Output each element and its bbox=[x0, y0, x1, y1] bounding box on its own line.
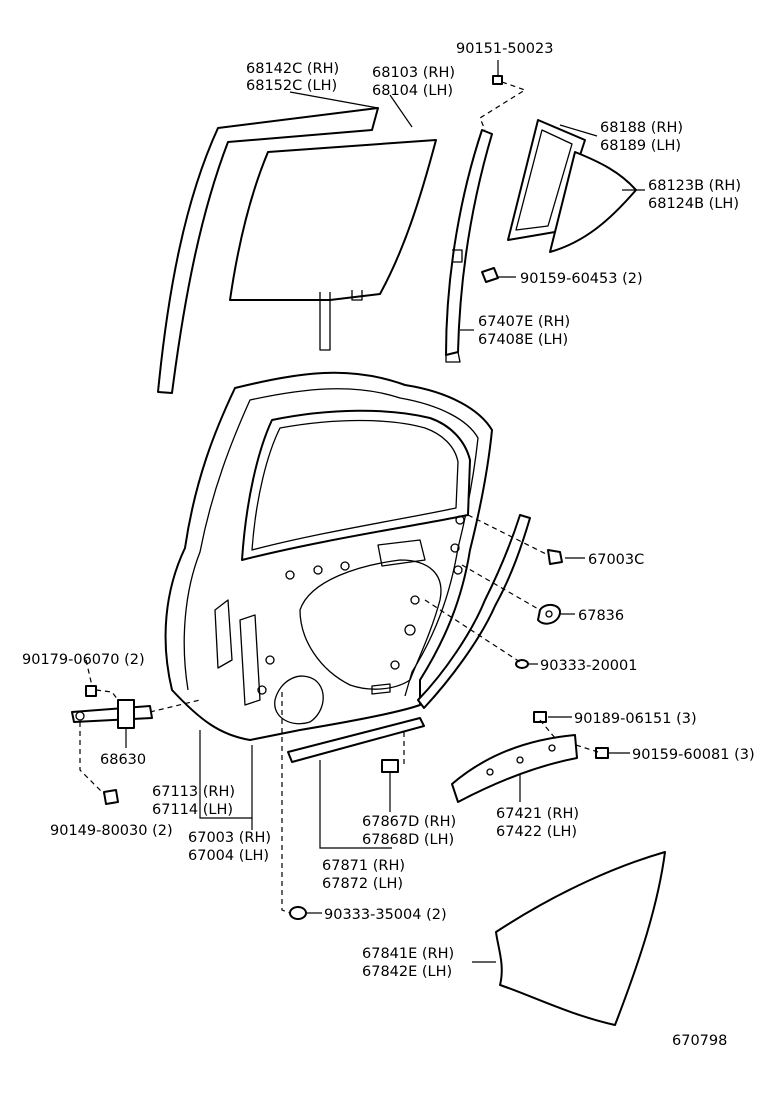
label-67836: 67836 bbox=[578, 608, 624, 624]
bolt-90179 bbox=[85, 685, 97, 697]
label-67842: 67842E (LH) bbox=[362, 964, 452, 980]
label-67841: 67841E (RH) bbox=[362, 946, 454, 962]
label-90189: 90189-06151 (3) bbox=[574, 711, 697, 727]
label-67114: 67114 (LH) bbox=[152, 802, 233, 818]
label-67407: 67407E (RH) bbox=[478, 314, 570, 330]
label-67003: 67003 (RH) bbox=[188, 830, 271, 846]
bolt-90159a bbox=[481, 267, 499, 283]
service-hole-cover bbox=[495, 851, 666, 1026]
label-68124: 68124B (LH) bbox=[648, 196, 739, 212]
label-90179: 90179-06070 (2) bbox=[22, 652, 145, 668]
leader-lines bbox=[79, 60, 645, 963]
label-68104: 68104 (LH) bbox=[372, 83, 453, 99]
diagram-code: 670798 bbox=[672, 1033, 727, 1049]
label-68103: 68103 (RH) bbox=[372, 65, 455, 81]
door-panel bbox=[164, 371, 493, 741]
outer-weatherstrip bbox=[157, 107, 379, 394]
division-bar bbox=[445, 129, 493, 363]
label-90151: 90151-50023 bbox=[456, 41, 554, 57]
label-67004: 67004 (LH) bbox=[188, 848, 269, 864]
label-68189: 68189 (LH) bbox=[600, 138, 681, 154]
label-68188: 68188 (RH) bbox=[600, 120, 683, 136]
label-67421: 67421 (RH) bbox=[496, 806, 579, 822]
door-glass bbox=[229, 139, 437, 351]
bolt-90189 bbox=[533, 711, 547, 723]
label-90333a: 90333-20001 bbox=[540, 658, 638, 674]
label-90333b: 90333-35004 (2) bbox=[324, 907, 447, 923]
clip-67003c bbox=[547, 549, 563, 565]
hinge-67421 bbox=[451, 734, 578, 803]
bolt-90149 bbox=[103, 789, 119, 805]
label-67872: 67872 (LH) bbox=[322, 876, 403, 892]
label-67422: 67422 (LH) bbox=[496, 824, 577, 840]
hole-plug-67836 bbox=[537, 604, 561, 625]
door-check-68630 bbox=[71, 699, 153, 729]
screw-90151 bbox=[492, 75, 503, 85]
label-68152: 68152C (LH) bbox=[246, 78, 337, 94]
label-68123: 68123B (RH) bbox=[648, 178, 741, 194]
label-90159b: 90159-60081 (3) bbox=[632, 747, 755, 763]
label-67871: 67871 (RH) bbox=[322, 858, 405, 874]
label-90159a: 90159-60453 (2) bbox=[520, 271, 643, 287]
label-68630: 68630 bbox=[100, 752, 146, 768]
label-67003c: 67003C bbox=[588, 552, 644, 568]
quarter-weatherstrip bbox=[507, 119, 586, 241]
part-labels: 90151-50023 68142C (RH) 68152C (LH) 6810… bbox=[22, 41, 755, 1049]
clip-67867d bbox=[381, 759, 399, 773]
label-67113: 67113 (RH) bbox=[152, 784, 235, 800]
label-67408: 67408E (LH) bbox=[478, 332, 568, 348]
label-68142: 68142C (RH) bbox=[246, 61, 339, 77]
bolt-90159b bbox=[595, 747, 609, 759]
label-67868: 67868D (LH) bbox=[362, 832, 454, 848]
hole-plug-90333b bbox=[289, 906, 307, 920]
bottom-weatherstrip bbox=[287, 717, 425, 763]
label-67867: 67867D (RH) bbox=[362, 814, 456, 830]
label-90149: 90149-80030 (2) bbox=[50, 823, 173, 839]
rear-edge-weatherstrip bbox=[417, 514, 531, 709]
